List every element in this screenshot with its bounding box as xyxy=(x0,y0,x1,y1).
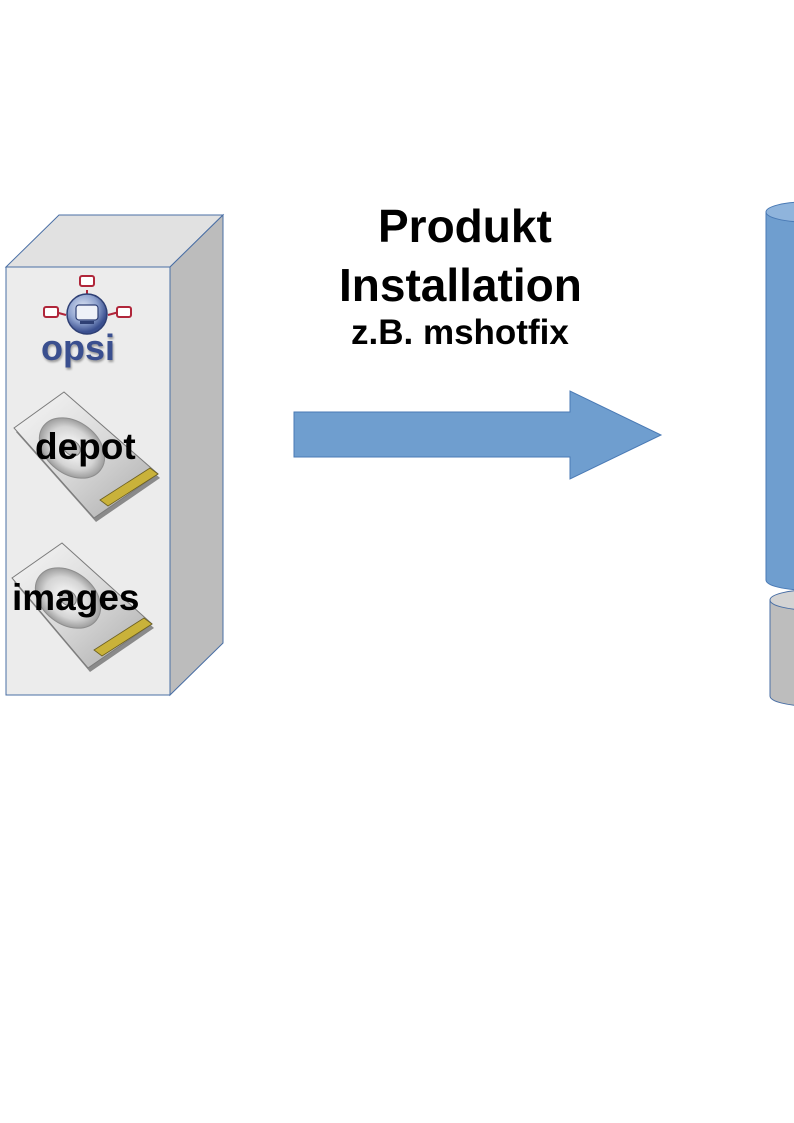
flow-arrow xyxy=(293,390,663,480)
images-disk-label: images xyxy=(12,577,140,618)
depot-disk-label: depot xyxy=(35,426,136,467)
opsi-logo-icon xyxy=(43,275,132,335)
server-side-face xyxy=(169,213,224,697)
client-cylinder-blue xyxy=(765,201,794,591)
opsi-logo-text: opsi xyxy=(41,327,116,368)
client-cylinder-gray xyxy=(769,590,794,706)
title-example: z.B. mshotfix xyxy=(351,313,569,352)
hard-disk-icon xyxy=(11,542,154,672)
hard-disk-icon xyxy=(13,391,160,522)
title-installation: Installation xyxy=(339,259,582,311)
title-product: Produkt xyxy=(378,200,552,252)
